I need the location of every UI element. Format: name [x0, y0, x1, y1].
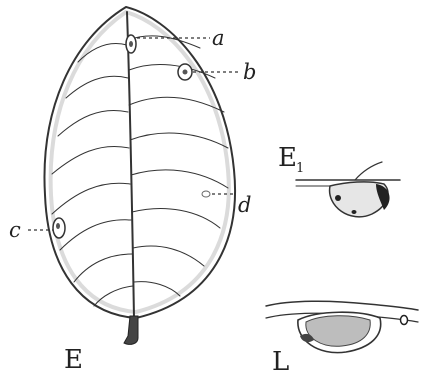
label-b: b: [243, 60, 256, 84]
label-e1-subscript: 1: [296, 161, 304, 176]
leaf-midrib: [127, 12, 134, 318]
veins-left: [52, 44, 133, 306]
panel-e1-gall-section: E 1: [278, 143, 400, 217]
label-e1: E: [278, 143, 297, 173]
leaf-petiole: [124, 316, 138, 344]
panel-e-leaf: a b c d E: [9, 7, 256, 375]
l-exit-hole: [401, 316, 408, 325]
gall-d: [202, 191, 210, 197]
label-a: a: [212, 26, 225, 50]
e1-gall-hole-1: [335, 195, 341, 201]
e1-gall-hole-2: [352, 210, 357, 214]
label-c: c: [9, 218, 21, 242]
panel-l-gall-cross-section: L: [266, 301, 418, 377]
label-e: E: [64, 345, 83, 375]
e1-twig: [355, 162, 382, 180]
label-l: L: [272, 347, 289, 377]
label-d: d: [238, 193, 251, 217]
l-leaf-top: [266, 301, 418, 310]
